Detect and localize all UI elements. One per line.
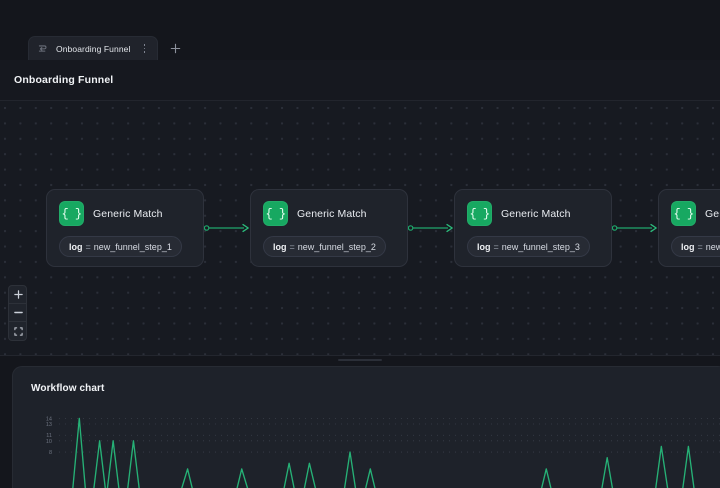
- plus-icon: [170, 43, 181, 53]
- page-header: Onboarding Funnel: [0, 60, 720, 101]
- node-condition-chip[interactable]: log = new_funnel_step_1: [59, 236, 182, 257]
- braces-icon: { }: [59, 201, 84, 226]
- arrow-connector-icon: [204, 223, 249, 233]
- kebab-menu-icon[interactable]: [139, 42, 149, 56]
- node-condition-chip[interactable]: log = new_funnel_step_4: [671, 236, 720, 257]
- node-header: { } Generic Match: [263, 201, 395, 226]
- flow-node-row: { } Generic Match log = new_funnel_step_…: [46, 189, 720, 267]
- chip-operator: =: [697, 241, 703, 252]
- tab-bar: Onboarding Funnel: [0, 0, 720, 60]
- arrow-connector-icon: [612, 223, 657, 233]
- chip-value: new_funnel_step_2: [297, 241, 376, 252]
- panel-resize-handle[interactable]: [0, 355, 720, 362]
- node-title: Generic Match: [297, 207, 367, 220]
- zoom-controls: [8, 285, 27, 341]
- resize-grip: [338, 359, 382, 361]
- flow-canvas[interactable]: { } Generic Match log = new_funnel_step_…: [0, 101, 720, 355]
- node-header: { } Generic Match: [671, 201, 720, 226]
- node-header: { } Generic Match: [467, 201, 599, 226]
- chip-key: log: [477, 241, 491, 252]
- node-title: Generic Match: [93, 207, 163, 220]
- svg-text:13: 13: [46, 422, 52, 428]
- flow-edge[interactable]: [204, 221, 250, 235]
- chip-key: log: [681, 241, 695, 252]
- plus-icon: [14, 290, 23, 299]
- flow-edge[interactable]: [408, 221, 454, 235]
- flow-node[interactable]: { } Generic Match log = new_funnel_step_…: [454, 189, 612, 267]
- braces-icon: { }: [671, 201, 696, 226]
- workflow-icon: [38, 45, 47, 52]
- minus-icon: [14, 311, 23, 314]
- page-title: Onboarding Funnel: [14, 74, 114, 86]
- chart-series-line: [72, 417, 695, 488]
- chart-title: Workflow chart: [31, 383, 105, 394]
- flow-edge[interactable]: [612, 221, 658, 235]
- tab-strip: Onboarding Funnel: [28, 36, 188, 60]
- flow-node[interactable]: { } Generic Match log = new_funnel_step_…: [46, 189, 204, 267]
- chip-key: log: [273, 241, 287, 252]
- braces-icon: { }: [467, 201, 492, 226]
- node-condition-chip[interactable]: log = new_funnel_step_2: [263, 236, 386, 257]
- chip-operator: =: [85, 241, 91, 252]
- tab-onboarding-funnel[interactable]: Onboarding Funnel: [28, 36, 159, 60]
- tab-label: Onboarding Funnel: [56, 43, 131, 54]
- fit-view-button[interactable]: [9, 322, 26, 340]
- chip-key: log: [69, 241, 83, 252]
- fit-screen-icon: [14, 326, 23, 336]
- chip-value: new_funnel_step_4: [705, 241, 720, 252]
- flow-node[interactable]: { } Generic Match log = new_funnel_step_…: [658, 189, 720, 267]
- node-title: Generic Match: [501, 207, 571, 220]
- svg-text:10: 10: [46, 439, 52, 445]
- svg-text:8: 8: [49, 450, 52, 456]
- node-condition-chip[interactable]: log = new_funnel_step_3: [467, 236, 590, 257]
- braces-icon: { }: [263, 201, 288, 226]
- chip-value: new_funnel_step_1: [93, 241, 172, 252]
- svg-text:14: 14: [46, 416, 52, 422]
- chip-operator: =: [493, 241, 499, 252]
- chip-value: new_funnel_step_3: [501, 241, 580, 252]
- zoom-out-button[interactable]: [9, 304, 26, 322]
- arrow-connector-icon: [408, 223, 453, 233]
- node-title: Generic Match: [705, 207, 720, 220]
- chart-gridlines: [59, 417, 720, 453]
- zoom-in-button[interactable]: [9, 286, 26, 304]
- svg-text:11: 11: [46, 433, 52, 439]
- chip-operator: =: [289, 241, 295, 252]
- node-header: { } Generic Match: [59, 201, 191, 226]
- add-tab-button[interactable]: [162, 36, 188, 60]
- flow-node[interactable]: { } Generic Match log = new_funnel_step_…: [250, 189, 408, 267]
